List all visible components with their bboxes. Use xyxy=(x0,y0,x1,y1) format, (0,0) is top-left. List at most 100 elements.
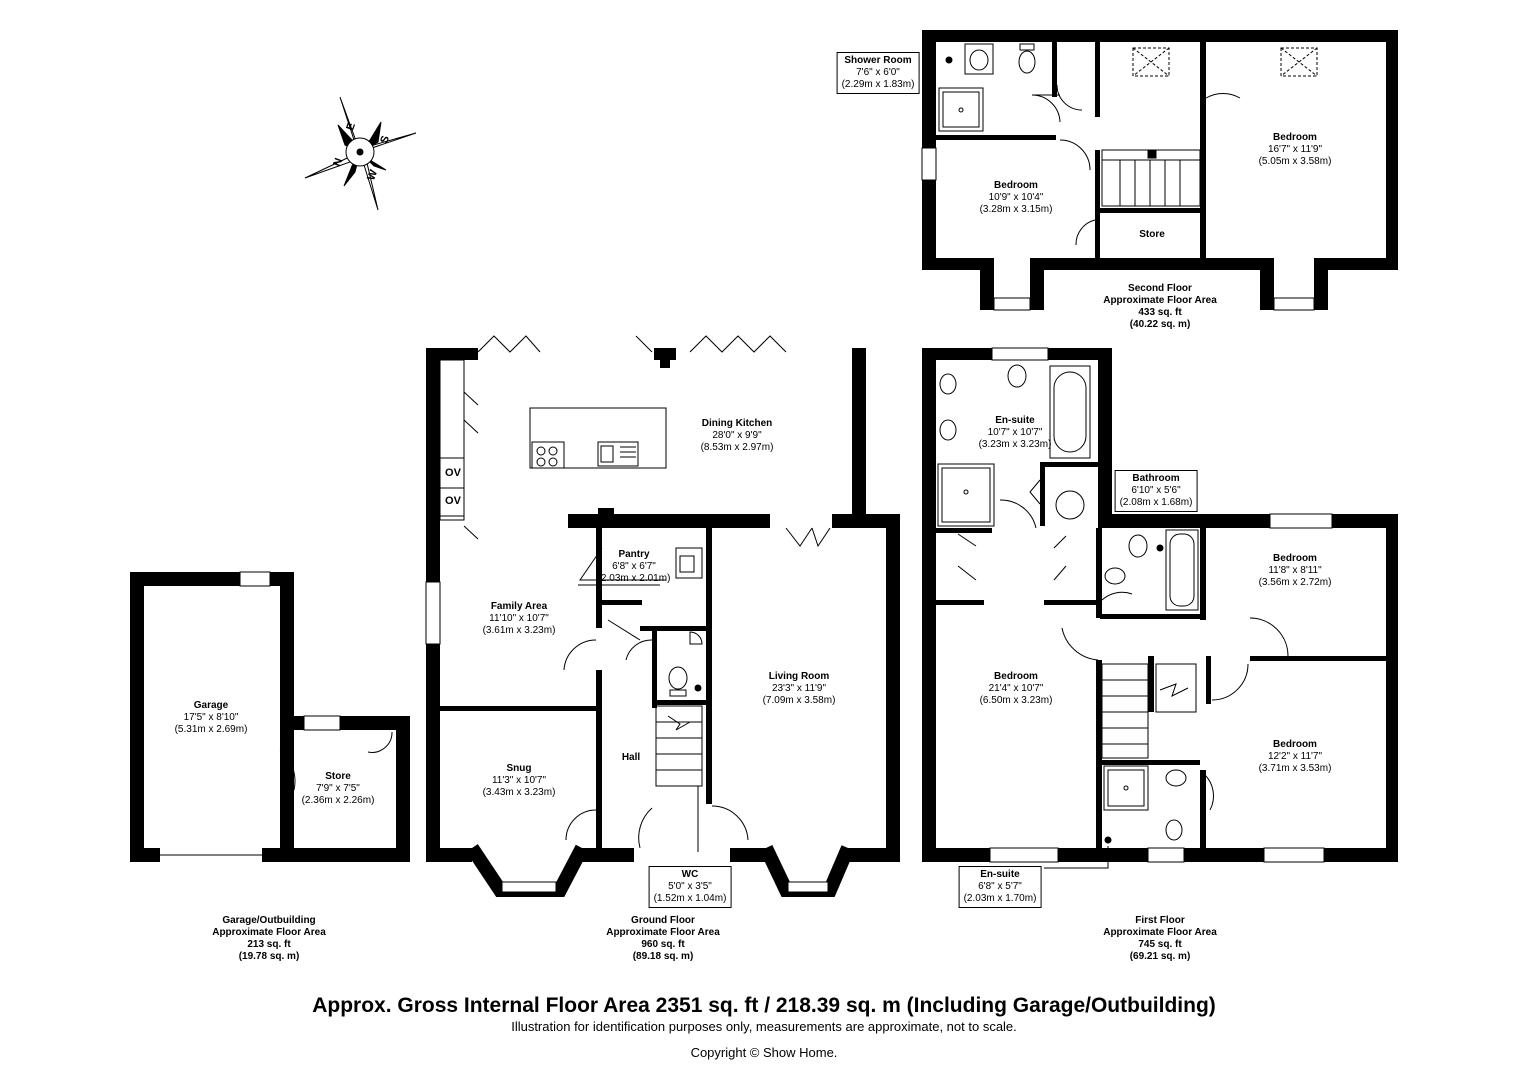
room-name: Hall xyxy=(621,752,641,763)
room-imperial: 6'8" x 5'7" xyxy=(978,881,1022,892)
room-imperial: 23'3" x 11'9" xyxy=(771,683,827,694)
room-metric: (2.03m x 1.70m) xyxy=(963,893,1037,904)
floor-area-label: Approximate Floor Area xyxy=(1103,295,1217,306)
room-metric: (3.61m x 3.23m) xyxy=(482,625,556,636)
room-metric: (2.36m x 2.26m) xyxy=(301,795,375,806)
copyright-text: Copyright © Show Home. xyxy=(690,1045,838,1060)
room-metric: (3.23m x 3.23m) xyxy=(978,439,1052,450)
compass-letter-s: S xyxy=(378,134,392,145)
room-metric: (6.50m x 3.23m) xyxy=(979,695,1053,706)
room-label-store-2f: Store xyxy=(1139,229,1165,241)
floor-title: Second Floor xyxy=(1128,283,1192,294)
floor-area-sqft: 433 sq. ft xyxy=(1138,307,1182,318)
disclaimer-text: Illustration for identification purposes… xyxy=(511,1019,1017,1034)
room-imperial: 10'7" x 10'7" xyxy=(987,427,1043,438)
room-imperial: 5'0" x 3'5" xyxy=(668,881,712,892)
room-imperial: 10'9" x 10'4" xyxy=(988,192,1044,203)
floor-area-sqft: 213 sq. ft xyxy=(247,939,291,950)
room-metric: (3.56m x 2.72m) xyxy=(1258,577,1332,588)
room-imperial: 7'6" x 6'0" xyxy=(856,67,900,78)
gross-internal-area: Approx. Gross Internal Floor Area 2351 s… xyxy=(312,994,1216,1017)
room-name: Store xyxy=(325,771,351,782)
floor-area-ground: Ground Floor Approximate Floor Area 960 … xyxy=(606,915,720,963)
room-label-pantry: Pantry 6'8" x 6'7" (2.03m x 2.01m) xyxy=(598,549,671,585)
floor-area-sqm: (89.18 sq. m) xyxy=(632,951,694,962)
room-label-en-suite-main: En-suite 10'7" x 10'7" (3.23m x 3.23m) xyxy=(979,415,1052,451)
room-label-snug: Snug 11'3" x 10'7" (3.43m x 3.23m) xyxy=(483,763,556,799)
room-metric: (5.31m x 2.69m) xyxy=(174,724,248,735)
room-metric: (2.08m x 1.68m) xyxy=(1119,497,1193,508)
floor-title: Garage/Outbuilding xyxy=(222,915,316,926)
room-label-dining-kitchen: Dining Kitchen 28'0" x 9'9" (8.53m x 2.9… xyxy=(701,418,774,454)
floor-area-sqm: (40.22 sq. m) xyxy=(1129,319,1191,330)
room-imperial: 12'2" x 11'7" xyxy=(1267,751,1323,762)
room-metric: (3.71m x 3.53m) xyxy=(1258,763,1332,774)
room-label-store-garage: Store 7'9" x 7'5" (2.36m x 2.26m) xyxy=(302,771,375,807)
oven-label-2: OV xyxy=(445,495,461,507)
room-name: Bedroom xyxy=(994,671,1038,682)
room-imperial: 17'5" x 8'10" xyxy=(183,712,239,723)
room-imperial: 6'8" x 6'7" xyxy=(612,561,656,572)
room-label-hall: Hall xyxy=(622,752,640,764)
room-label-family-area: Family Area 11'10" x 10'7" (3.61m x 3.23… xyxy=(483,601,556,637)
room-label-bathroom: Bathroom 6'10" x 5'6" (2.08m x 1.68m) xyxy=(1114,470,1198,512)
room-imperial: 11'8" x 8'11" xyxy=(1268,565,1322,576)
room-imperial: 11'3" x 10'7" xyxy=(491,775,547,786)
room-metric: (5.05m x 3.58m) xyxy=(1258,156,1332,167)
room-imperial: 16'7" x 11'9" xyxy=(1267,144,1323,155)
room-name: En-suite xyxy=(995,415,1035,426)
room-label-shower-room: Shower Room 7'6" x 6'0" (2.29m x 1.83m) xyxy=(836,52,920,94)
room-metric: (7.09m x 3.58m) xyxy=(762,695,836,706)
room-name: Living Room xyxy=(768,671,830,682)
floor-area-sqm: (19.78 sq. m) xyxy=(238,951,300,962)
floor-area-garage: Garage/Outbuilding Approximate Floor Are… xyxy=(212,915,326,963)
room-imperial: 7'9" x 7'5" xyxy=(316,783,360,794)
floor-title: Ground Floor xyxy=(631,915,695,926)
floor-area-first: First Floor Approximate Floor Area 745 s… xyxy=(1103,915,1217,963)
floor-area-label: Approximate Floor Area xyxy=(606,927,720,938)
room-name: En-suite xyxy=(980,869,1020,880)
compass-letter-n: N xyxy=(331,157,345,169)
room-metric: (8.53m x 2.97m) xyxy=(700,442,774,453)
room-name: Store xyxy=(1139,229,1165,240)
room-label-bedroom-1f-main: Bedroom 21'4" x 10'7" (6.50m x 3.23m) xyxy=(980,671,1053,707)
room-name: Garage xyxy=(193,700,229,711)
room-label-bedroom-1f-upper-right: Bedroom 11'8" x 8'11" (3.56m x 2.72m) xyxy=(1259,553,1332,589)
compass-letter-e: E xyxy=(344,121,358,132)
room-name: Bedroom xyxy=(1273,553,1317,564)
room-metric: (3.43m x 3.23m) xyxy=(482,787,556,798)
room-metric: (2.03m x 2.01m) xyxy=(597,573,671,584)
second-floor-plan xyxy=(921,30,1398,311)
ground-floor-plan xyxy=(425,335,900,897)
room-label-wc: WC 5'0" x 3'5" (1.52m x 1.04m) xyxy=(648,866,732,908)
room-name: Family Area xyxy=(490,601,548,612)
room-label-bedroom-2f-right: Bedroom 16'7" x 11'9" (5.05m x 3.58m) xyxy=(1259,132,1332,168)
compass-letter-w: W xyxy=(365,168,380,182)
room-label-garage: Garage 17'5" x 8'10" (5.31m x 2.69m) xyxy=(175,700,248,736)
room-name: Snug xyxy=(506,763,532,774)
garage-plan xyxy=(130,571,410,862)
floor-area-sqm: (69.21 sq. m) xyxy=(1129,951,1191,962)
room-imperial: 11'10" x 10'7" xyxy=(489,613,549,624)
room-name: WC xyxy=(681,869,699,880)
room-imperial: 28'0" x 9'9" xyxy=(712,430,762,441)
floor-area-label: Approximate Floor Area xyxy=(1103,927,1217,938)
floor-area-second: Second Floor Approximate Floor Area 433 … xyxy=(1103,283,1217,331)
floor-title: First Floor xyxy=(1135,915,1185,926)
oven-label-1: OV xyxy=(445,467,461,479)
room-name: Bedroom xyxy=(994,180,1038,191)
room-name: Bedroom xyxy=(1273,739,1317,750)
floor-area-sqft: 960 sq. ft xyxy=(641,939,685,950)
room-name: Shower Room xyxy=(844,55,912,66)
room-label-living-room: Living Room 23'3" x 11'9" (7.09m x 3.58m… xyxy=(763,671,836,707)
room-name: Bathroom xyxy=(1132,473,1180,484)
room-metric: (2.29m x 1.83m) xyxy=(841,79,915,90)
room-imperial: 21'4" x 10'7" xyxy=(988,683,1044,694)
floor-area-sqft: 745 sq. ft xyxy=(1138,939,1182,950)
room-metric: (3.28m x 3.15m) xyxy=(979,204,1053,215)
room-name: Pantry xyxy=(618,549,650,560)
compass-rose-icon xyxy=(304,96,417,211)
first-floor-plan xyxy=(922,347,1398,869)
room-label-bedroom-1f-lower-right: Bedroom 12'2" x 11'7" (3.71m x 3.53m) xyxy=(1259,739,1332,775)
